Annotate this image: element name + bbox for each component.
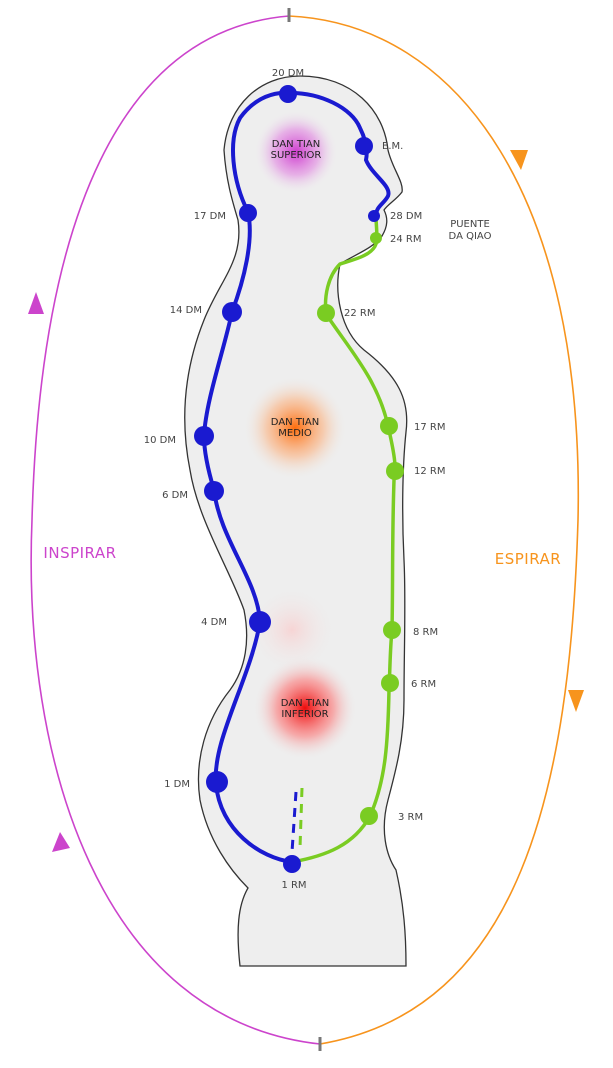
body-silhouette [184,75,408,967]
label-6dm: 6 DM [162,490,188,501]
pink-glow [247,585,337,675]
label-8rm: 8 RM [413,627,438,638]
exhale-arrow-top-icon [510,150,528,170]
point-20dm [279,85,297,103]
point-12rm [386,462,404,480]
inspirar-label: INSPIRAR [43,544,116,562]
label-1dm: 1 DM [164,779,190,790]
point-14dm [222,302,242,322]
dantian-superior-label-2: SUPERIOR [271,150,322,161]
conception-dashed-line [298,787,304,849]
point-6dm [204,481,224,501]
dantian-inferior-glow [253,656,357,760]
label-20dm: 20 DM [272,68,304,79]
inhale-arrow-top-icon [28,292,44,314]
dantian-superior-glow [254,110,338,194]
dantian-inferior-label-1: DAN TIAN [281,698,329,709]
label-22rm: 22 RM [344,308,375,319]
dantian-superior-label-1: DAN TIAN [272,139,320,150]
dantian-inferior-label-2: INFERIOR [281,709,328,720]
point-8rm [383,621,401,639]
governor-dashed-line [290,791,298,853]
point-17rm [380,417,398,435]
point-28dm [368,210,380,222]
dantian-medio-label-1: DAN TIAN [271,417,319,428]
label-28dm: 28 DM [390,211,422,222]
point-4dm [249,611,271,633]
espirar-label: ESPIRAR [495,550,561,568]
point-1rm [283,855,301,873]
point-17dm [239,204,257,222]
point-1dm [206,771,228,793]
point-10dm [194,426,214,446]
label-3rm: 3 RM [398,812,423,823]
point-em [355,137,373,155]
label-4dm: 4 DM [201,617,227,628]
label-12rm: 12 RM [414,466,445,477]
point-24rm [370,232,382,244]
label-6rm: 6 RM [411,679,436,690]
label-17dm: 17 DM [194,211,226,222]
inhale-arc [30,15,321,1045]
label-puente-1: PUENTE [450,219,490,230]
label-1rm: 1 RM [281,880,306,891]
label-em: E.M. [382,141,403,152]
point-22rm [317,304,335,322]
dantian-medio-glow [243,376,347,480]
label-10dm: 10 DM [144,435,176,446]
point-3rm [360,807,378,825]
exhale-arc [288,15,580,1045]
exhale-arrow-bottom-icon [568,690,584,712]
label-14dm: 14 DM [170,305,202,316]
label-24rm: 24 RM [390,234,421,245]
label-puente-2: DA QIAO [449,231,492,242]
point-6rm [381,674,399,692]
dantian-medio-label-2: MEDIO [278,428,312,439]
label-17rm: 17 RM [414,422,445,433]
inhale-arrow-bottom-icon [52,832,70,852]
